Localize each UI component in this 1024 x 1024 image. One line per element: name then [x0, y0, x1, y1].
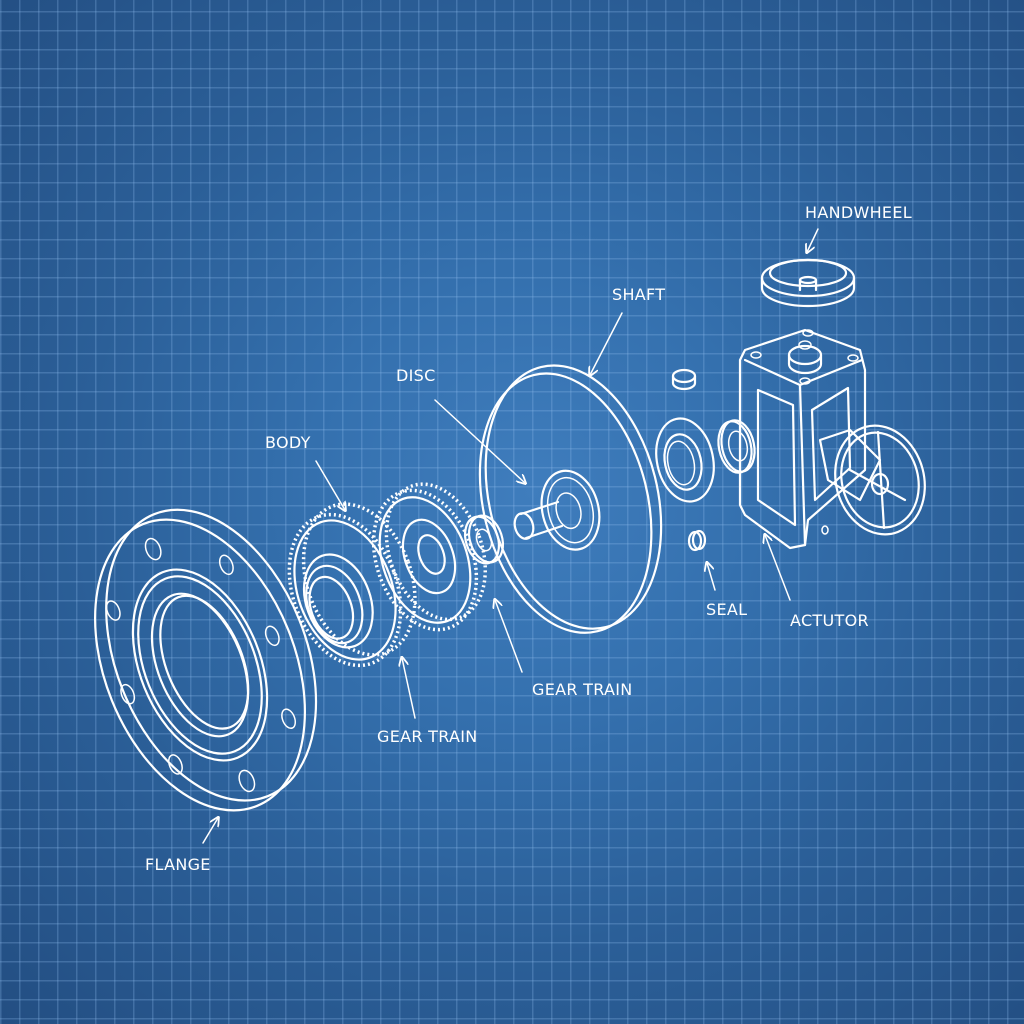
label-gear-train-left: GEAR TRAIN: [377, 727, 478, 746]
label-handwheel: HANDWHEEL: [805, 203, 912, 222]
actuator-part: [738, 328, 926, 550]
label-disc: DISC: [396, 366, 436, 385]
disc-part: [478, 364, 663, 634]
label-body: BODY: [265, 433, 311, 452]
label-shaft: SHAFT: [612, 285, 666, 304]
gear-train-part: [371, 482, 488, 632]
leader-arrows: [202, 228, 819, 844]
flange-part: [94, 508, 318, 812]
seal-rings: [655, 368, 756, 552]
label-gear-train-right: GEAR TRAIN: [532, 680, 633, 699]
body-gear-part: [287, 502, 417, 668]
label-actuator: ACTUTOR: [790, 611, 869, 630]
shaft-part: [513, 500, 564, 540]
handwheel-part: [760, 258, 856, 308]
label-seal: SEAL: [706, 600, 748, 619]
label-flange: FLANGE: [145, 855, 211, 874]
